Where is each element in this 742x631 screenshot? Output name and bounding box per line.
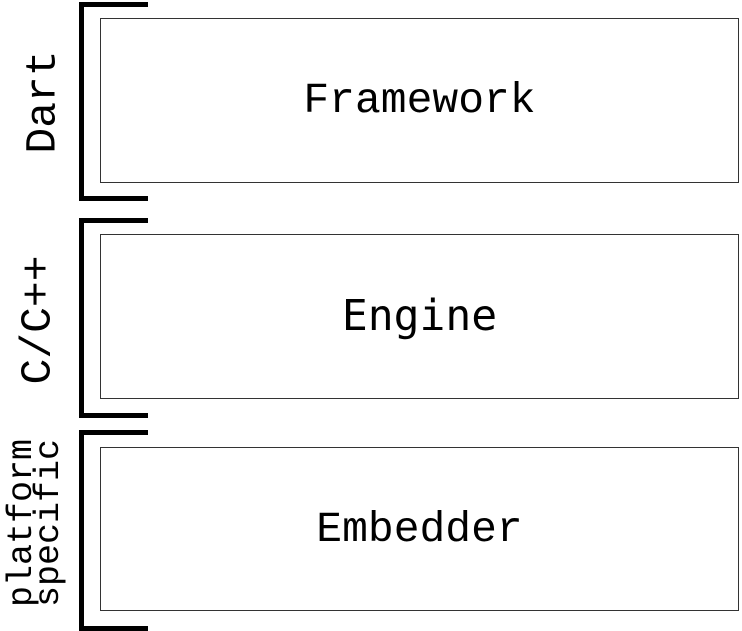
engine-label: Engine (341, 291, 498, 341)
engine-layer-box: Engine (100, 234, 739, 399)
platform-specific-bracket (79, 430, 148, 631)
side-label-dart: Dart (18, 50, 68, 154)
framework-label: Framework (303, 76, 536, 125)
side-label-c-cpp-text: C/C++ (13, 255, 63, 385)
embedder-layer-box: Embedder (100, 447, 739, 611)
side-label-platform-specific: platform specific (2, 438, 69, 608)
dart-bracket (79, 2, 148, 201)
embedder-label: Embedder (316, 504, 523, 554)
side-label-specific-line: specific (29, 438, 69, 608)
side-label-dart-text: Dart (18, 50, 68, 154)
framework-layer-box: Framework (100, 18, 739, 183)
c-cpp-bracket (79, 218, 148, 418)
side-label-c-cpp: C/C++ (13, 255, 63, 385)
